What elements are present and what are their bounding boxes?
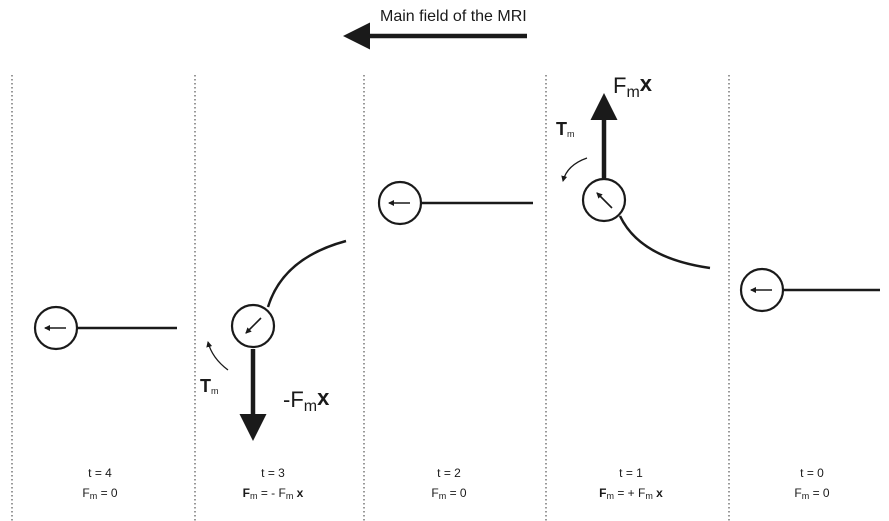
f-label-panel-3: Fm = 0 xyxy=(431,486,467,501)
panel-t4 xyxy=(33,305,177,351)
torque-label: Tm xyxy=(556,119,575,139)
force-pos-label: Fmx xyxy=(613,71,653,101)
f-label-panel-1: Fm = 0 xyxy=(82,486,118,501)
panel-t1: Tm Fmx xyxy=(556,71,711,270)
wire xyxy=(266,239,347,308)
t-label-panel-3: t = 2 xyxy=(437,466,461,480)
f-label-panel-4: Fm = + Fm x xyxy=(599,486,663,501)
curved-rotation-arrow-icon xyxy=(206,341,229,371)
f-label-panel-5: Fm = 0 xyxy=(794,486,830,501)
torque-label: Tm xyxy=(200,376,219,396)
main-field-title: Main field of the MRI xyxy=(380,8,527,25)
t-label-panel-4: t = 1 xyxy=(619,466,643,480)
curved-rotation-arrow-icon xyxy=(561,157,588,182)
force-neg-label: -Fmx xyxy=(283,385,330,415)
t-label-panel-5: t = 0 xyxy=(800,466,824,480)
t-label-panel-1: t = 4 xyxy=(88,466,112,480)
dipole-diagonal-icon xyxy=(245,317,262,334)
f-label-panel-2: Fm = - Fm x xyxy=(243,486,304,501)
t-label-panel-2: t = 3 xyxy=(261,466,285,480)
panel-t0 xyxy=(739,267,880,313)
panel-dividers xyxy=(11,75,730,521)
dipole-diagonal-icon xyxy=(596,192,613,209)
wire xyxy=(618,215,711,270)
captions: t = 4 Fm = 0 t = 3 Fm = - Fm x t = 2 Fm … xyxy=(82,466,830,501)
panel-t3: Tm -Fmx xyxy=(200,239,347,441)
panel-t2 xyxy=(377,180,533,226)
